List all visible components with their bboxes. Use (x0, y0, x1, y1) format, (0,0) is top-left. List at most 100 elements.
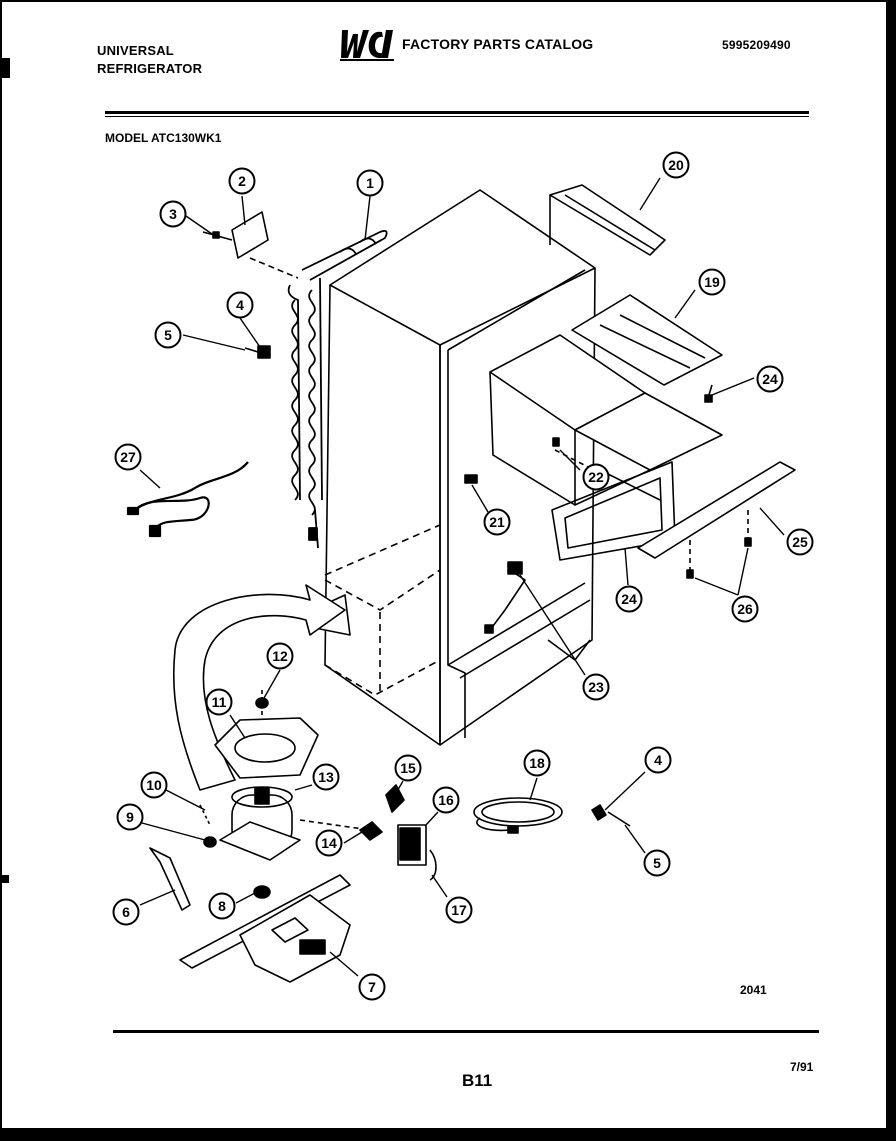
callout-label: 26 (737, 601, 753, 617)
callout-24: 24 (756, 365, 784, 393)
callout-20: 20 (662, 151, 690, 179)
callout-21: 21 (483, 508, 511, 536)
callout-circle (756, 365, 784, 393)
callout-circle (698, 268, 726, 296)
callout-label: 11 (212, 694, 227, 710)
compressor-drawing (149, 690, 631, 983)
callout-label: 22 (588, 469, 604, 485)
callout-19: 19 (698, 268, 726, 296)
callout-2: 2 (228, 167, 256, 195)
callout-17: 17 (445, 896, 473, 924)
callout-circle (114, 443, 142, 471)
callout-18: 18 (523, 749, 551, 777)
callout-13: 13 (312, 763, 340, 791)
callout-circle (394, 754, 422, 782)
callout-label: 9 (126, 809, 134, 825)
callout-label: 5 (164, 327, 172, 343)
callout-circle (356, 169, 384, 197)
callout-circle (315, 829, 343, 857)
page-border-left (0, 0, 2, 1141)
callout-15: 15 (394, 754, 422, 782)
callout-6: 6 (112, 898, 140, 926)
callout-4: 4 (644, 746, 672, 774)
model-label: MODEL ATC130WK1 (105, 131, 222, 145)
callout-circle (154, 321, 182, 349)
callout-label: 12 (272, 648, 288, 664)
callout-circle (116, 803, 144, 831)
callout-circle (159, 200, 187, 228)
page-border-top (0, 0, 896, 2)
callout-label: 1 (366, 175, 374, 191)
condenser-coil (287, 229, 388, 549)
callout-label: 4 (236, 297, 244, 313)
callout-label: 4 (654, 752, 662, 768)
callout-label: 6 (122, 904, 130, 920)
callout-label: 23 (588, 679, 604, 695)
callout-circle (731, 595, 759, 623)
callout-25: 25 (786, 528, 814, 556)
power-cord-drawing (126, 461, 249, 538)
callout-label: 8 (218, 898, 226, 914)
callout-circle (644, 746, 672, 774)
scan-mark (0, 58, 10, 78)
cabinet-drawing (307, 189, 596, 746)
callout-circle (615, 585, 643, 613)
callout-12: 12 (266, 642, 294, 670)
brand-line-2: REFRIGERATOR (97, 61, 203, 76)
page-border-bottom (0, 1128, 896, 1141)
callout-circle (228, 167, 256, 195)
callout-14: 14 (315, 829, 343, 857)
callout-label: 16 (438, 792, 454, 808)
header-rule (105, 111, 809, 114)
header-rule-thin (105, 116, 809, 117)
callout-10: 10 (140, 771, 168, 799)
bracket-drawing (202, 211, 299, 279)
callout-circle (432, 786, 460, 814)
callout-circle (582, 673, 610, 701)
callout-24: 24 (615, 585, 643, 613)
callout-27: 27 (114, 443, 142, 471)
figure-number: 2041 (740, 983, 767, 997)
callout-5: 5 (154, 321, 182, 349)
callout-23: 23 (582, 673, 610, 701)
callout-16: 16 (432, 786, 460, 814)
callout-label: 5 (653, 855, 661, 871)
callout-4: 4 (226, 291, 254, 319)
evaporator-drawing (464, 184, 796, 634)
brand-name: UNIVERSAL REFRIGERATOR (97, 42, 202, 78)
callout-circle (226, 291, 254, 319)
clip-drawing (244, 345, 271, 359)
callout-9: 9 (116, 803, 144, 831)
callout-label: 7 (368, 979, 376, 995)
callout-circle (483, 508, 511, 536)
callout-22: 22 (582, 463, 610, 491)
wci-logo (340, 30, 394, 61)
catalog-title: FACTORY PARTS CATALOG (402, 36, 594, 52)
callout-label: 15 (400, 760, 416, 776)
callout-circle (582, 463, 610, 491)
callout-label: 24 (762, 371, 778, 387)
callout-11: 11 (205, 688, 233, 716)
callout-26: 26 (731, 595, 759, 623)
footer-rule (113, 1030, 819, 1033)
callout-8: 8 (208, 892, 236, 920)
catalog-number: 5995209490 (722, 38, 791, 52)
callout-label: 3 (169, 206, 177, 222)
callout-circle (523, 749, 551, 777)
callout-circle (445, 896, 473, 924)
callout-circle (208, 892, 236, 920)
callout-label: 24 (621, 591, 637, 607)
callout-circle (112, 898, 140, 926)
callout-label: 17 (451, 902, 467, 918)
callout-circle (662, 151, 690, 179)
callout-label: 18 (529, 755, 545, 771)
callout-1: 1 (356, 169, 384, 197)
callout-circle (266, 642, 294, 670)
brand-line-1: UNIVERSAL (97, 43, 174, 58)
callout-label: 25 (792, 534, 808, 550)
callout-circle (140, 771, 168, 799)
callout-label: 14 (321, 835, 337, 851)
callout-5: 5 (643, 849, 671, 877)
